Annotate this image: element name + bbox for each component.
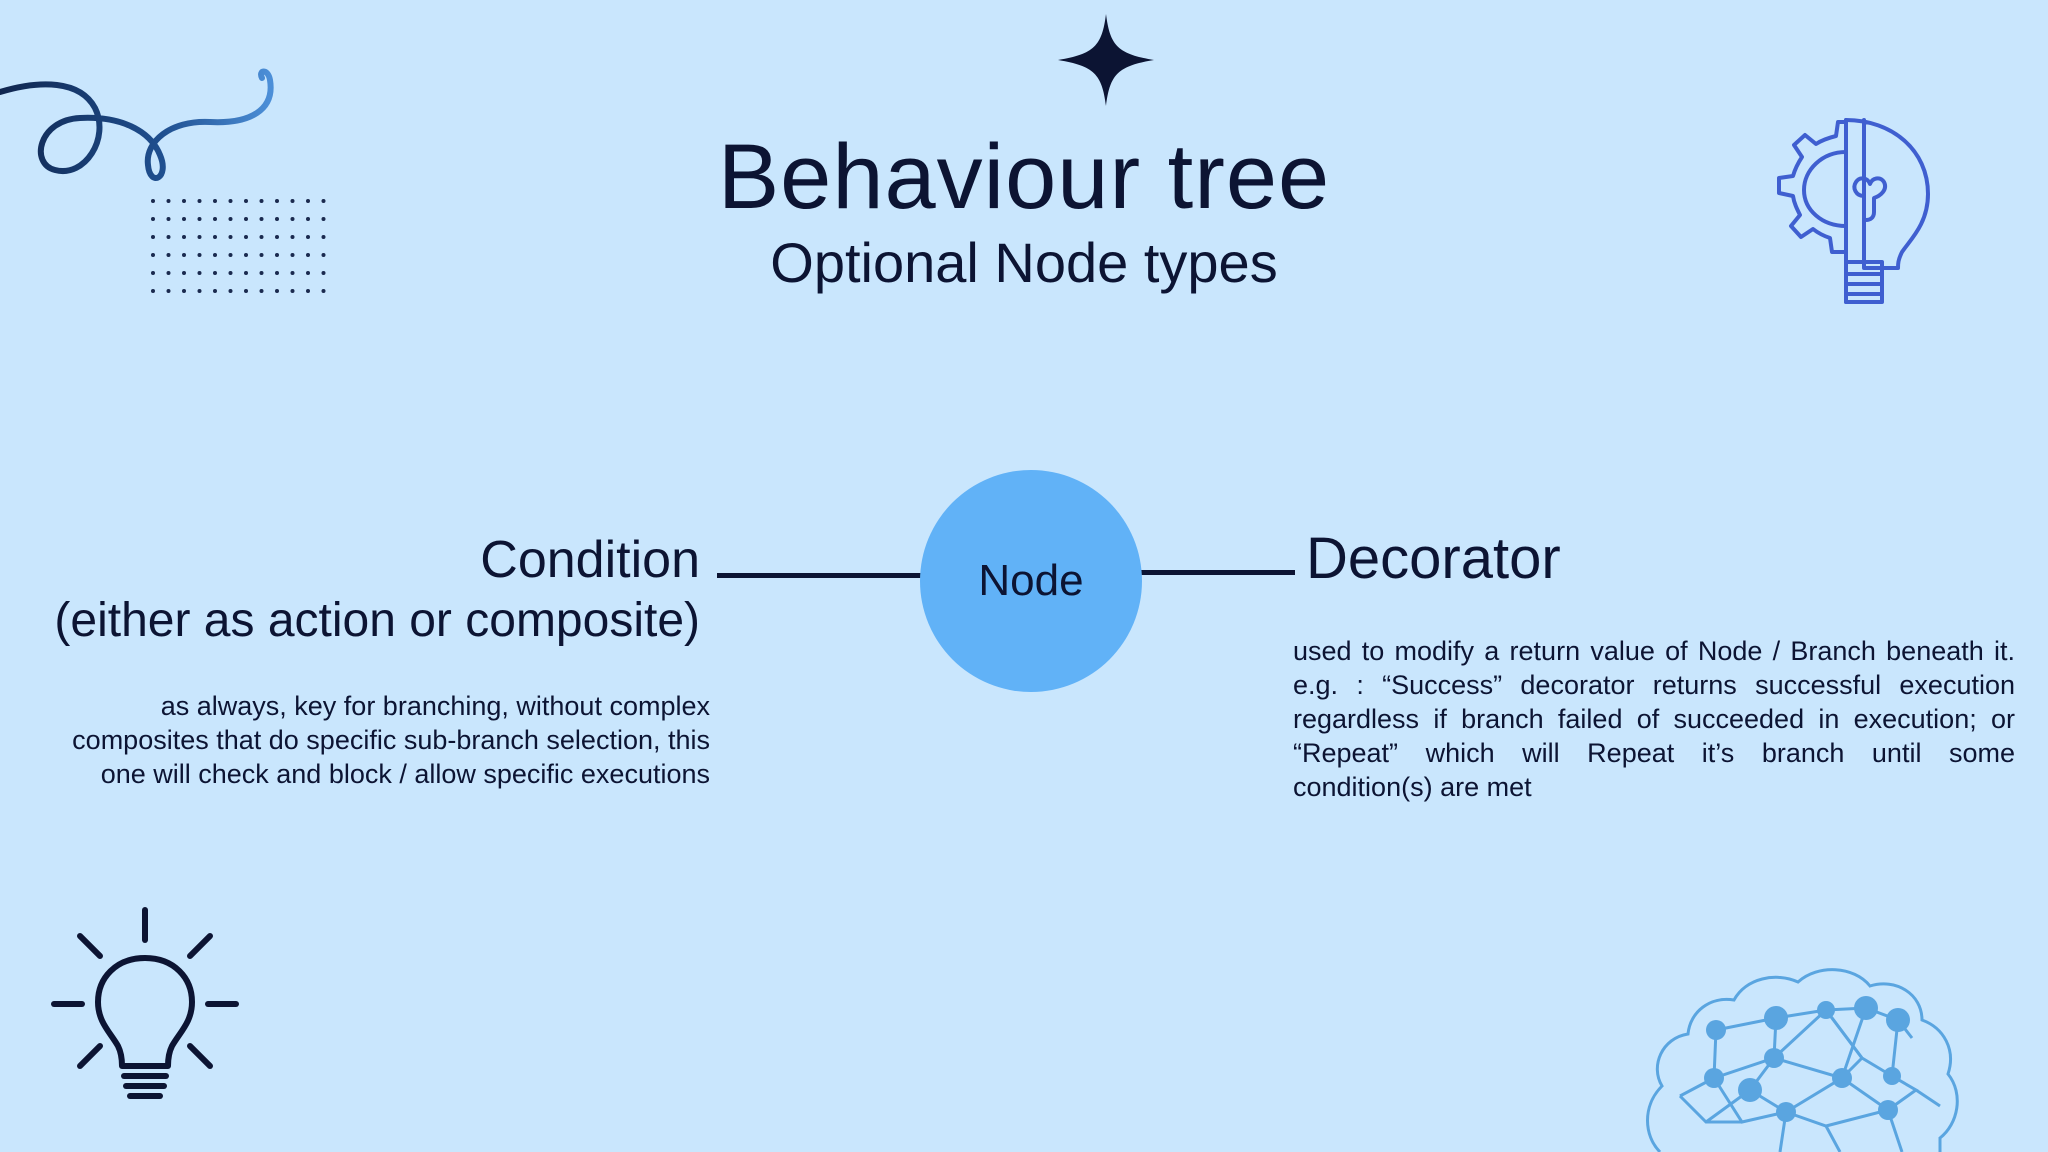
star-icon (1058, 14, 1154, 106)
connector-right (1140, 570, 1295, 575)
brain-network-icon (1646, 968, 1959, 1152)
condition-subtitle: (either as action or composite) (54, 594, 700, 647)
squiggle-icon (0, 68, 274, 181)
page-title: Behaviour tree (717, 126, 1331, 228)
node-circle: Node (920, 470, 1142, 692)
page-subtitle: Optional Node types (770, 231, 1278, 294)
lightbulb-icon (51, 907, 239, 1099)
dot-grid-icon (151, 199, 326, 293)
condition-title: Condition (480, 531, 700, 589)
decorator-description: used to modify a return value of Node / … (1293, 636, 2015, 802)
gear-bulb-icon (1777, 118, 1930, 304)
condition-description: as always, key for branching, without co… (72, 691, 710, 789)
connector-left (717, 573, 922, 578)
decorator-title: Decorator (1306, 526, 1561, 591)
node-label: Node (978, 556, 1084, 605)
